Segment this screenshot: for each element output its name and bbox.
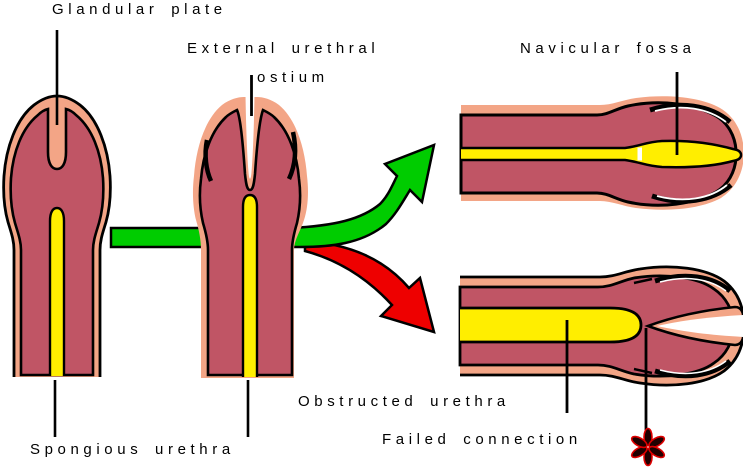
navicular-fossa-label: Navicular fossa [520, 40, 696, 57]
result2-bottom-corona-tick [633, 367, 653, 375]
result1-urethra-and-fossa [461, 139, 743, 169]
result2-cleft-opening [657, 315, 743, 337]
result2-obstructed-urethra-blob [460, 306, 643, 344]
glandular-plate-label: Glandular plate [52, 1, 227, 18]
result2-bottom-glans-highlight [659, 360, 727, 375]
result2-bottom-glans-crescent [654, 359, 732, 379]
stage1-spongious-urethra [48, 206, 66, 376]
result2-top-glans-crescent [654, 273, 732, 293]
result-obstructed-urethra [458, 265, 743, 430]
external-urethral-label: External urethral [187, 40, 380, 57]
stage2-spongious-urethra [241, 193, 259, 377]
result1-bottom-glans-crescent [651, 183, 733, 204]
result2-top-glans-highlight [659, 277, 727, 292]
obstructed-urethra-label: Obstructed urethra [298, 393, 510, 410]
success-arrow [109, 143, 436, 249]
failure-arrow [303, 239, 436, 334]
stage-glandular-plate [2, 30, 112, 437]
failed-connection-label: Failed connection [382, 431, 582, 448]
spongious-urethra-label: Spongious urethra [30, 441, 235, 458]
result1-bottom-glans-highlight [656, 184, 728, 201]
result2-top-corona-tick [633, 277, 653, 285]
stage2-left-shading-crescent [203, 139, 214, 182]
stage-external-ostium [192, 75, 308, 437]
result-navicular-fossa [459, 72, 743, 210]
stage2-right-shading-crescent [286, 131, 298, 180]
result1-top-glans-highlight [654, 106, 727, 123]
ostium-label: ostium [257, 69, 329, 86]
result1-top-glans-crescent [649, 102, 732, 124]
failed-connection-asterisk-icon [630, 427, 666, 467]
result1-urethra-junction-gap [637, 147, 642, 161]
